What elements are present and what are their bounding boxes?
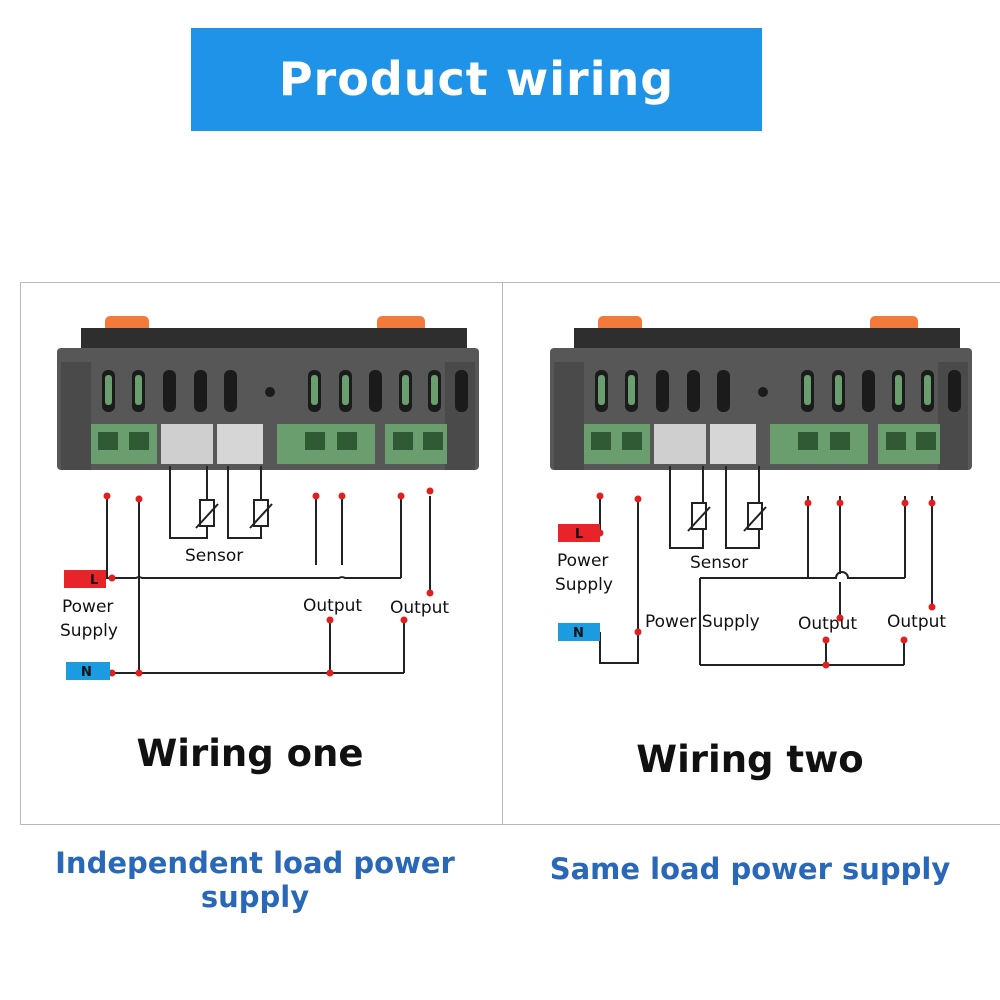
output2-label-two: Output [887,612,946,632]
output2-label-one: Output [390,598,449,618]
diagram-two-sensors [687,502,767,532]
diagram-frame [20,282,1000,825]
diagram-two-wires [599,466,933,666]
diagram-one-junctions [103,487,434,677]
controller-two [550,316,972,470]
neutral-tag-two [558,623,600,641]
diagram-one: L N Power Supply Sensor Output Output [57,316,479,680]
subcaption-independent: Independent load power supply [55,846,455,914]
live-tag-two [558,524,600,542]
live-tag-one [64,570,106,588]
diagram-one-sensors [195,499,273,529]
title-banner: Product wiring method [191,28,762,209]
sensor-label-one: Sensor [185,546,243,566]
caption-wiring-two: Wiring two [636,738,864,781]
power-label-one-line2: Supply [60,621,118,641]
power-label-two-line1: Power [557,551,608,571]
controller-one [57,316,479,470]
sensor-label-two: Sensor [690,553,748,573]
subcaption-same: Same load power supply [549,852,951,886]
live-tag-two-label: L [575,527,583,542]
load-power-label-two: Power Supply [645,612,760,632]
diagram-two: L N Power Supply Sensor Power Supply Out… [550,316,972,669]
neutral-tag-one [66,662,110,680]
output1-label-one: Output [303,596,362,616]
output1-label-two: Output [798,614,857,634]
frame-divider [502,282,503,825]
power-label-two-line2: Supply [555,575,613,595]
diagram-two-junctions [596,492,936,669]
neutral-tag-two-label: N [573,626,584,641]
caption-wiring-one: Wiring one [136,732,364,775]
live-tag-one-label: L [90,573,98,588]
diagram-one-wires [106,466,431,674]
neutral-tag-one-label: N [81,665,92,680]
power-label-one-line1: Power [62,597,113,617]
page-title: Product wiring method [278,52,675,209]
